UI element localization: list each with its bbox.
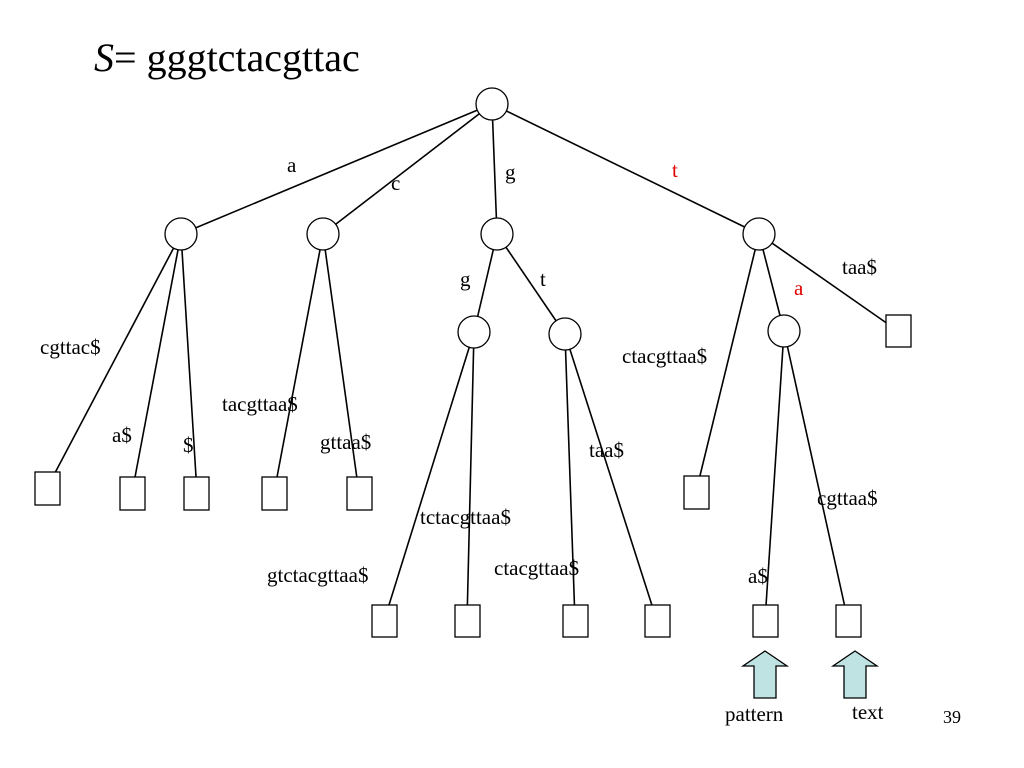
edge-g-t [496, 233, 566, 335]
leaf-nodes [34, 314, 912, 638]
leaf-box [346, 476, 373, 511]
title-variable: S [94, 35, 114, 80]
leaf-box [562, 604, 589, 638]
node-ta [767, 314, 801, 348]
page-number: 39 [943, 707, 961, 727]
edge-label-highlighted: a [794, 276, 804, 300]
pattern-arrow-icon [740, 650, 790, 699]
tree-edges [46, 103, 899, 622]
node-gg [457, 315, 491, 349]
leaf-box [183, 476, 210, 511]
node-a [164, 217, 198, 251]
leaf-box [885, 314, 912, 348]
edge-root-a [180, 103, 493, 235]
edge-labels: a c g t cgttac$ a$ $ tacgttaa$ gttaa$ g … [40, 153, 884, 726]
leaf-box [752, 604, 779, 638]
leaf-box [261, 476, 288, 511]
edge-ta-leaf1 [764, 330, 785, 622]
edge-c-leaf1 [273, 233, 324, 494]
edge-label: ctacgttaa$ [622, 344, 707, 368]
edge-label-highlighted: t [672, 158, 678, 182]
edge-label: a$ [112, 423, 132, 447]
text-label: text [852, 700, 884, 724]
edge-label: taa$ [842, 255, 877, 279]
text-arrow-icon [830, 650, 880, 699]
pattern-label: pattern [725, 702, 784, 726]
edge-label: g [505, 160, 516, 184]
leaf-box [454, 604, 481, 638]
pointer-arrows [740, 650, 880, 699]
edge-c-leaf2 [322, 233, 360, 494]
edge-label: a [287, 153, 297, 177]
edge-root-c [322, 103, 493, 235]
edge-g-g [473, 233, 498, 333]
node-root [475, 87, 509, 121]
leaf-box [119, 476, 146, 511]
edge-label: tctacgttaa$ [420, 505, 511, 529]
leaf-box [371, 604, 398, 638]
edge-gt-leaf2 [564, 333, 658, 622]
leaf-box [683, 475, 710, 510]
node-g [480, 217, 514, 251]
edge-gg-leaf1 [383, 331, 475, 622]
edge-t-a [758, 233, 785, 332]
edge-t-leaf2 [758, 233, 899, 332]
node-gt [548, 317, 582, 351]
edge-a-leaf3 [180, 233, 198, 494]
edge-root-g [491, 103, 498, 235]
edge-root-t [491, 103, 760, 235]
edge-label: cgttac$ [40, 335, 101, 359]
edge-a-leaf1 [46, 233, 182, 489]
edge-label: $ [183, 433, 194, 457]
node-t [742, 217, 776, 251]
edge-ta-leaf2 [783, 330, 849, 622]
edge-label: g [460, 267, 471, 291]
edge-label: taa$ [589, 438, 624, 462]
edge-a-leaf2 [131, 233, 182, 494]
slide-title: S= gggtctacgttac [94, 38, 360, 78]
edge-gt-leaf1 [564, 333, 576, 622]
edge-label: t [540, 267, 546, 291]
internal-nodes [164, 87, 801, 351]
leaf-box [835, 604, 862, 638]
edge-label: gttaa$ [320, 430, 371, 454]
node-c [306, 217, 340, 251]
edge-t-leaf1 [695, 233, 760, 493]
edge-label: cgttaa$ [817, 486, 878, 510]
title-equals: = [114, 35, 137, 80]
leaf-box [34, 471, 61, 506]
edge-label: a$ [748, 564, 768, 588]
edge-label: ctacgttaa$ [494, 556, 579, 580]
edge-gg-leaf2 [466, 331, 475, 622]
edge-label: gtctacgttaa$ [267, 563, 368, 587]
edge-label: c [391, 171, 400, 195]
title-string: gggtctacgttac [146, 35, 360, 80]
leaf-box [644, 604, 671, 638]
edge-label: tacgttaa$ [222, 392, 298, 416]
